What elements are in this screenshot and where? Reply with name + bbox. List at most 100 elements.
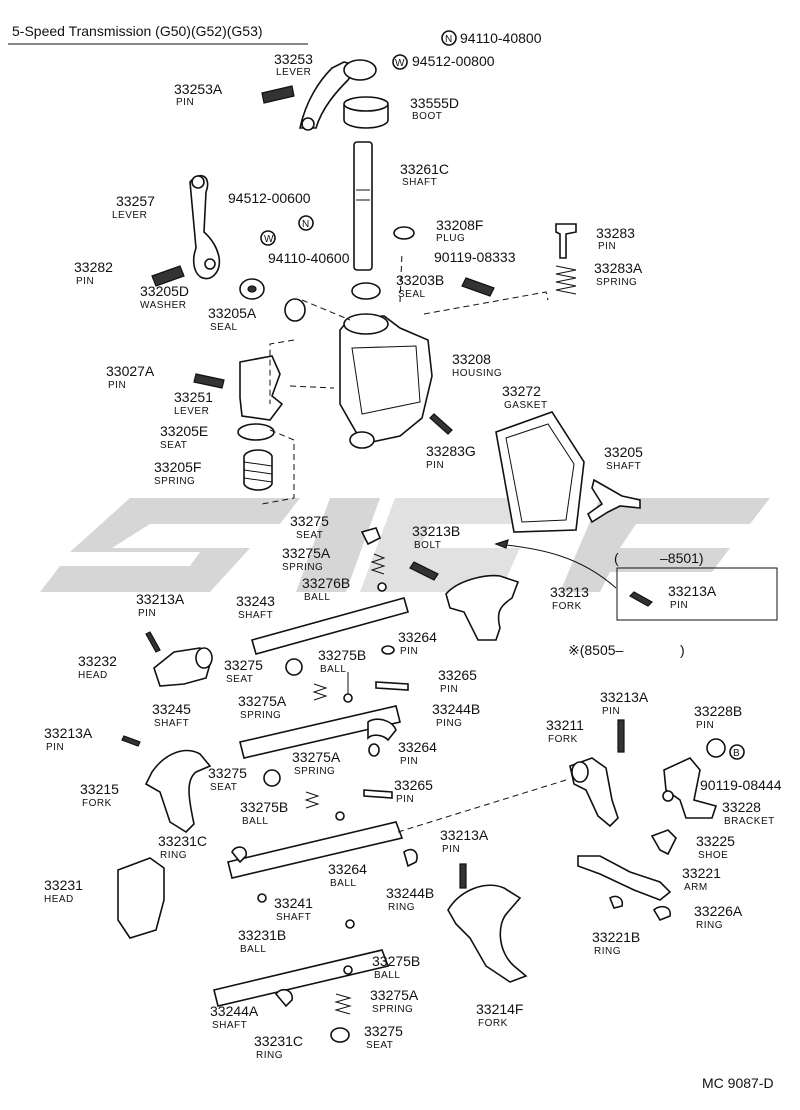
note-n-symbol: N: [445, 34, 453, 45]
note-w-symbol: W: [395, 58, 405, 69]
label-name: BALL: [240, 944, 266, 955]
label-number: 33265: [438, 667, 477, 683]
label-name: SPRING: [282, 562, 323, 573]
label-name: RING: [696, 920, 723, 931]
label-number: 33275B: [240, 799, 288, 815]
label-name: SEAT: [296, 530, 323, 541]
note-w-number: 94512-00800: [412, 53, 495, 69]
label-name: PIN: [396, 794, 414, 805]
label-name: RING: [388, 902, 415, 913]
diagram-title: 5-Speed Transmission (G50)(G52)(G53): [12, 23, 263, 39]
label-name: BALL: [320, 664, 346, 675]
label-name: PIN: [176, 97, 194, 108]
label-number: 33283: [596, 225, 635, 241]
label-number: 33208F: [436, 217, 483, 233]
label-name: GASKET: [504, 400, 548, 411]
label-number: 33231C: [158, 833, 207, 849]
label-name: PIN: [442, 844, 460, 855]
label-number: 33205E: [160, 423, 208, 439]
label-number: 33283A: [594, 260, 643, 276]
label-name: FORK: [478, 1018, 508, 1029]
label-name: PIN: [108, 380, 126, 391]
label-number: 90119-08444: [700, 777, 782, 793]
label-name: SPRING: [240, 710, 281, 721]
label-number: 33213A: [600, 689, 649, 705]
label-name: SHAFT: [212, 1020, 247, 1031]
label-number: 33231C: [254, 1033, 303, 1049]
label-number: 33241: [274, 895, 313, 911]
circle-w-mark: W: [264, 234, 274, 245]
label-number: 33283G: [426, 443, 476, 459]
label-number: 33275: [224, 657, 263, 673]
label-name: BOOT: [412, 111, 442, 122]
label-name: LEVER: [276, 67, 311, 78]
label-number: 94110-40600: [268, 250, 350, 266]
circle-n-mark: N: [302, 219, 310, 230]
label-name: RING: [256, 1050, 283, 1061]
label-name: SHAFT: [402, 177, 437, 188]
circle-b-mark: B: [733, 748, 740, 759]
label-number: 33275A: [292, 749, 341, 765]
callout-b-range: ※(8505–: [568, 642, 624, 658]
label-name: PIN: [602, 706, 620, 717]
label-number: 33215: [80, 781, 119, 797]
label-name: BALL: [330, 878, 356, 889]
label-name: BALL: [304, 592, 330, 603]
label-number: 33228: [722, 799, 761, 815]
label-name: HOUSING: [452, 368, 502, 379]
label-number: 90119-08333: [434, 249, 516, 265]
label-number: 33221B: [592, 929, 640, 945]
label-name: RING: [594, 946, 621, 957]
label-number: 33275: [290, 513, 329, 529]
label-number: 33244B: [386, 885, 434, 901]
label-name: SEAL: [210, 322, 238, 333]
label-number: 33226A: [694, 903, 743, 919]
label-number: 33265: [394, 777, 433, 793]
label-number: 33275A: [370, 987, 419, 1003]
label-number: 33221: [682, 865, 721, 881]
label-name: FORK: [548, 734, 578, 745]
label-number: 33244B: [432, 701, 480, 717]
label-number: 33213A: [668, 583, 717, 599]
callout-a-range: –8501): [660, 550, 704, 566]
label-name: BALL: [242, 816, 268, 827]
label-name: LEVER: [174, 406, 209, 417]
label-name: PIN: [76, 276, 94, 287]
label-number: 33205D: [140, 283, 189, 299]
diagram-code: MC 9087-D: [702, 1075, 774, 1091]
note-n-number: 94110-40800: [460, 30, 542, 46]
label-number: 33253: [274, 51, 313, 67]
label-name: WASHER: [140, 300, 187, 311]
label-number: 33243: [236, 593, 275, 609]
label-number: 33244A: [210, 1003, 259, 1019]
note-n-circle: [441, 30, 457, 46]
label-name: BALL: [374, 970, 400, 981]
label-number: 33251: [174, 389, 213, 405]
label-name: PLUG: [436, 233, 465, 244]
label-number: 33208: [452, 351, 491, 367]
label-number: 94512-00600: [228, 190, 311, 206]
label-number: 33205: [604, 444, 643, 460]
label-name: ARM: [684, 882, 708, 893]
label-number: 33225: [696, 833, 735, 849]
label-number: 33275B: [372, 953, 420, 969]
part-labels: 33253 LEVER 33253A PIN 33555D BOOT 33261…: [44, 51, 782, 1061]
label-number: 33205F: [154, 459, 201, 475]
label-name: SHAFT: [154, 718, 189, 729]
label-number: 33213B: [412, 523, 460, 539]
label-number: 33213A: [44, 725, 93, 741]
label-name: PIN: [46, 742, 64, 753]
label-number: 33231: [44, 877, 83, 893]
label-name: SPRING: [294, 766, 335, 777]
label-name: PING: [436, 718, 462, 729]
label-number: 33555D: [410, 95, 459, 111]
label-name: FORK: [82, 798, 112, 809]
label-number: 33245: [152, 701, 191, 717]
label-name: SHAFT: [606, 461, 641, 472]
label-name: PIN: [670, 600, 688, 611]
label-name: SEAT: [160, 440, 187, 451]
label-number: 33275: [364, 1023, 403, 1039]
label-number: 33231B: [238, 927, 286, 943]
label-name: PIN: [440, 684, 458, 695]
